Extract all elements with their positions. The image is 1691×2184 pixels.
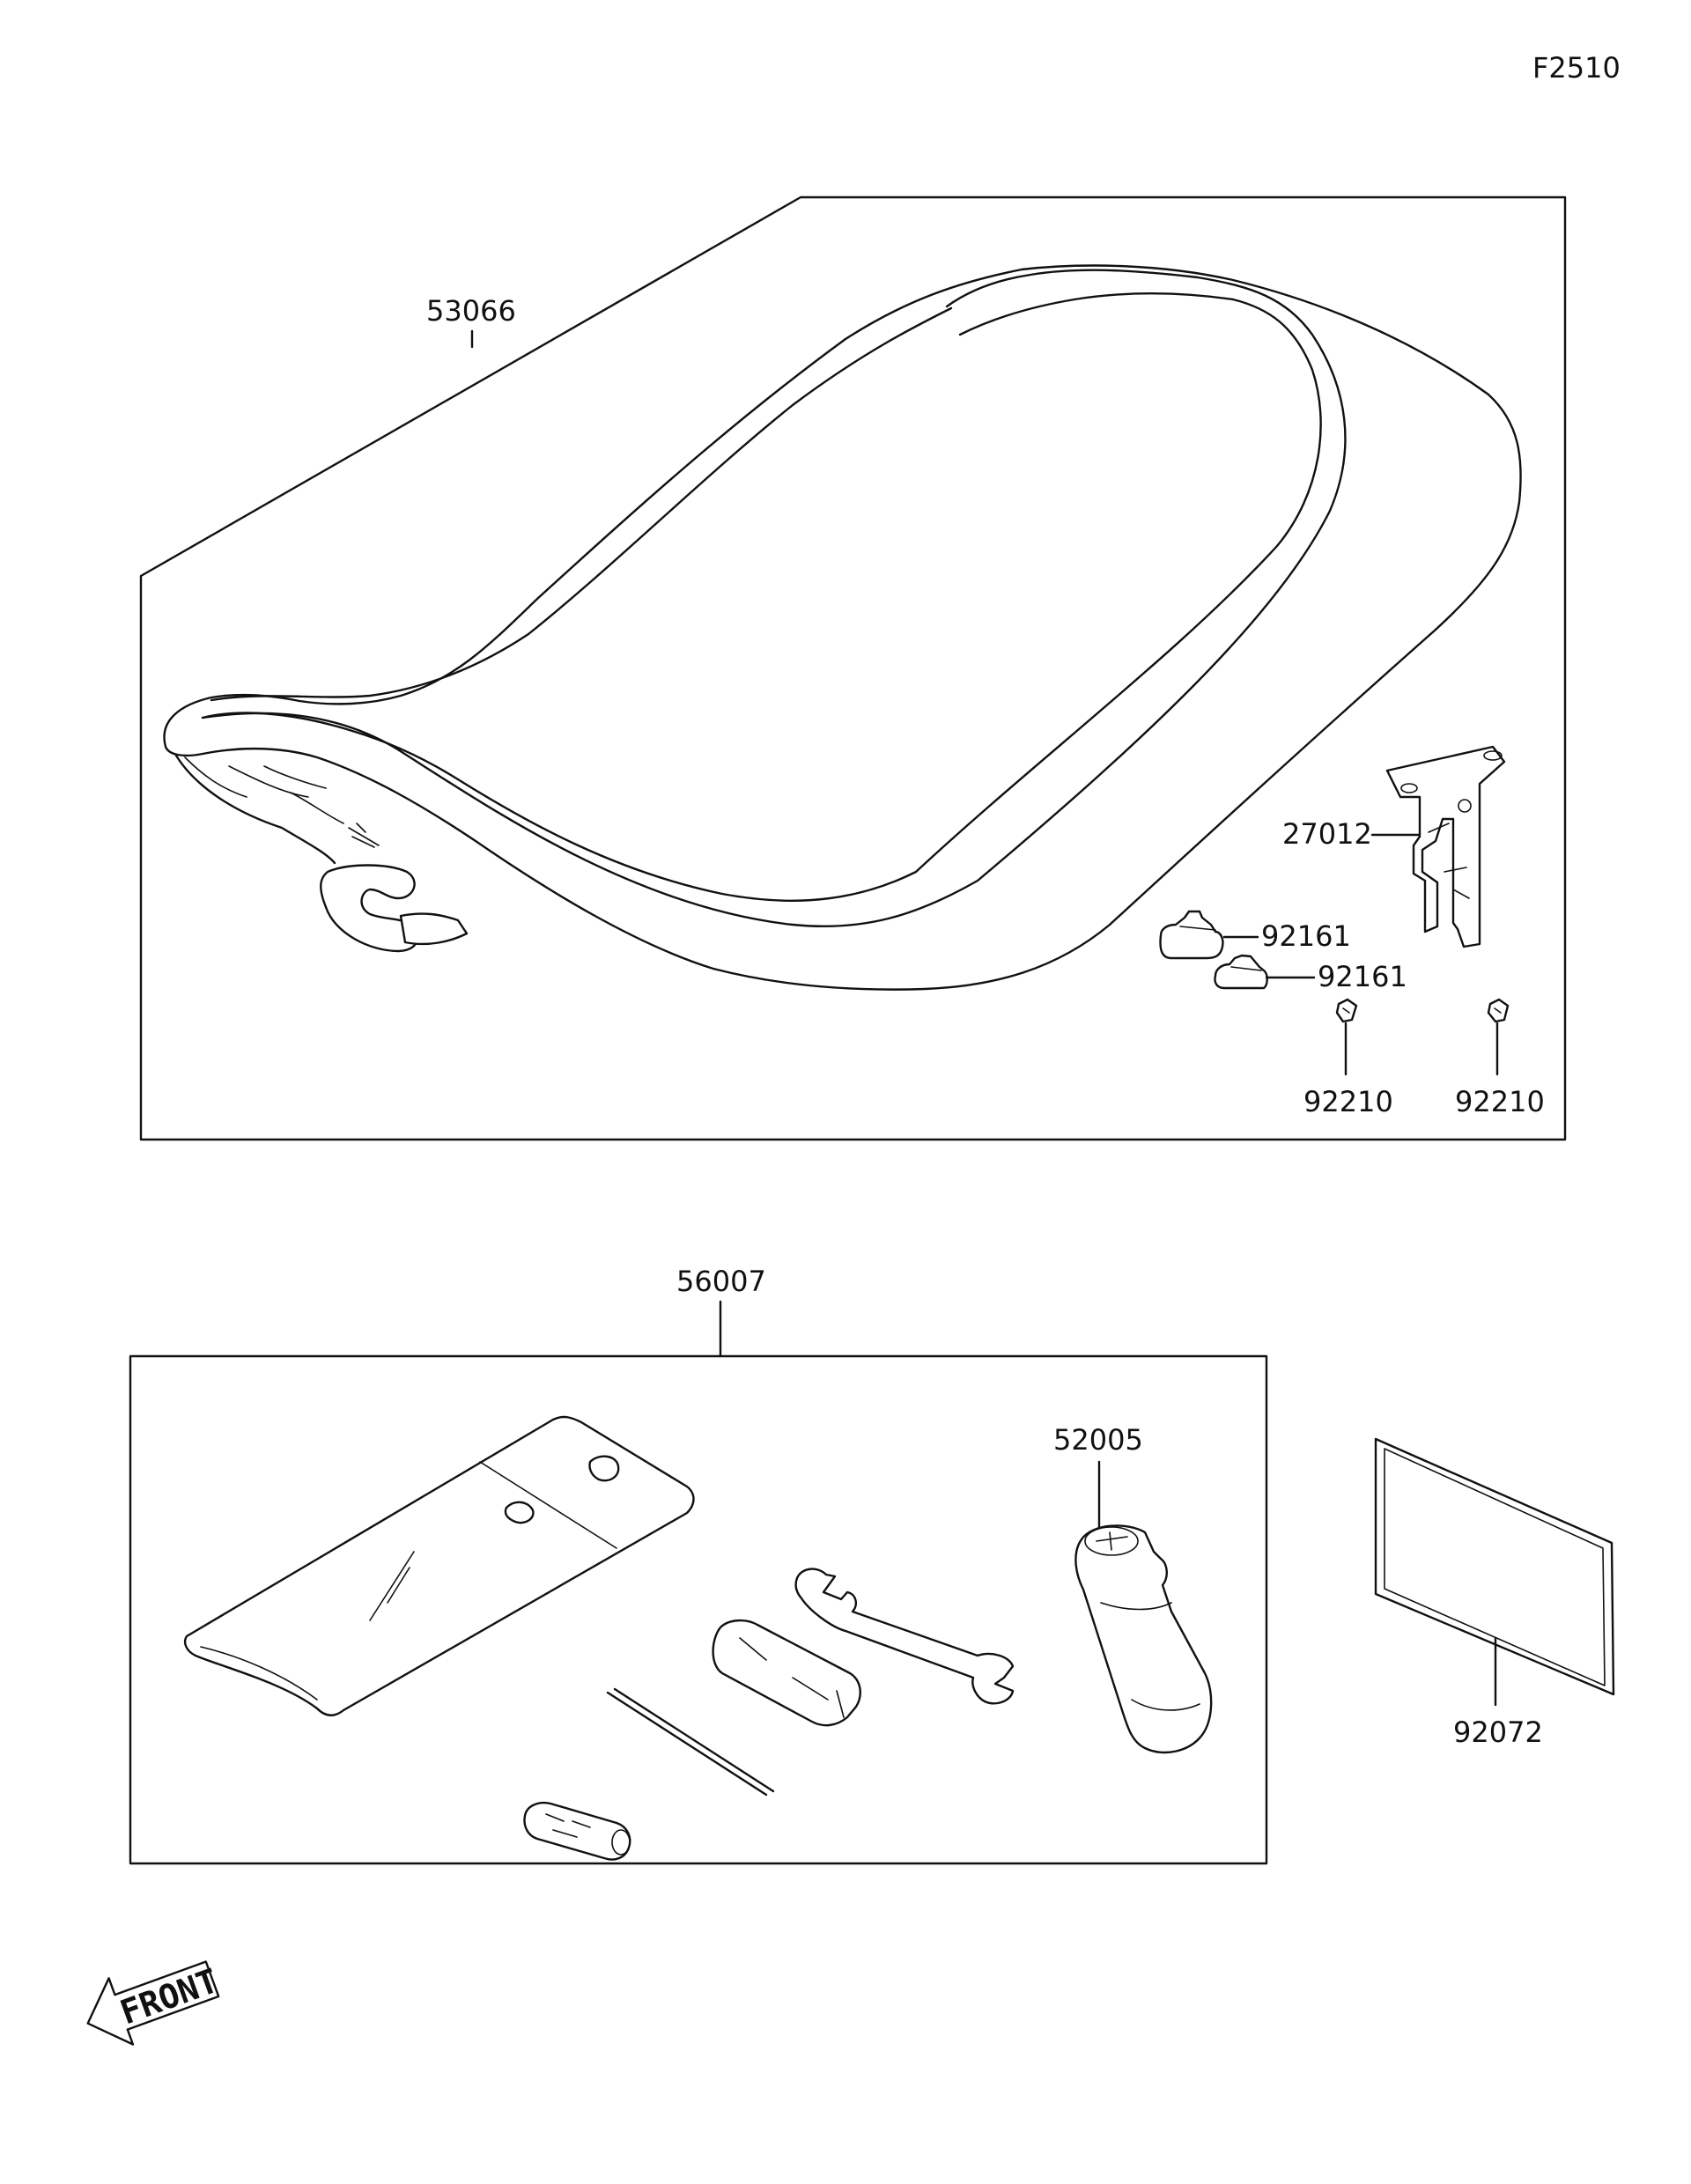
figure-code: F2510 (1532, 51, 1621, 85)
seat-hook-bracket (1385, 745, 1506, 948)
part-label-damper-lower: 92161 (1318, 960, 1407, 993)
open-end-wrench (794, 1568, 1015, 1705)
part-label-clip-left: 92210 (1303, 1085, 1393, 1118)
front-label: FRONT (115, 1961, 224, 2032)
plug-wrench (712, 1619, 861, 1727)
clip-left-shape (1335, 998, 1358, 1023)
screwdriver-shaft (606, 1687, 775, 1797)
part-label-seat-hook: 27012 (1282, 817, 1372, 851)
damper-lower-shape (1214, 954, 1268, 990)
part-label-owners-manual: 92072 (1453, 1715, 1543, 1749)
front-arrow-indicator: FRONT (86, 1960, 224, 2046)
seat-illustration (163, 264, 1522, 991)
part-label-wrench-handle: 52005 (1053, 1423, 1143, 1457)
part-label-tool-kit: 56007 (676, 1265, 766, 1298)
wrench-handle-shape (1074, 1524, 1213, 1754)
damper-upper-shape (1159, 910, 1224, 960)
part-label-damper-upper: 92161 (1261, 919, 1351, 953)
part-label-seat: 53066 (426, 294, 516, 328)
tool-pouch (183, 1415, 695, 1716)
seat-group-frame (139, 196, 1567, 1141)
owners-manual-shape (1374, 1437, 1615, 1696)
tool-kit-frame (129, 1354, 1268, 1865)
part-label-clip-right: 92210 (1455, 1085, 1545, 1118)
clip-right-shape (1487, 998, 1510, 1023)
screwdriver (523, 1802, 631, 1861)
